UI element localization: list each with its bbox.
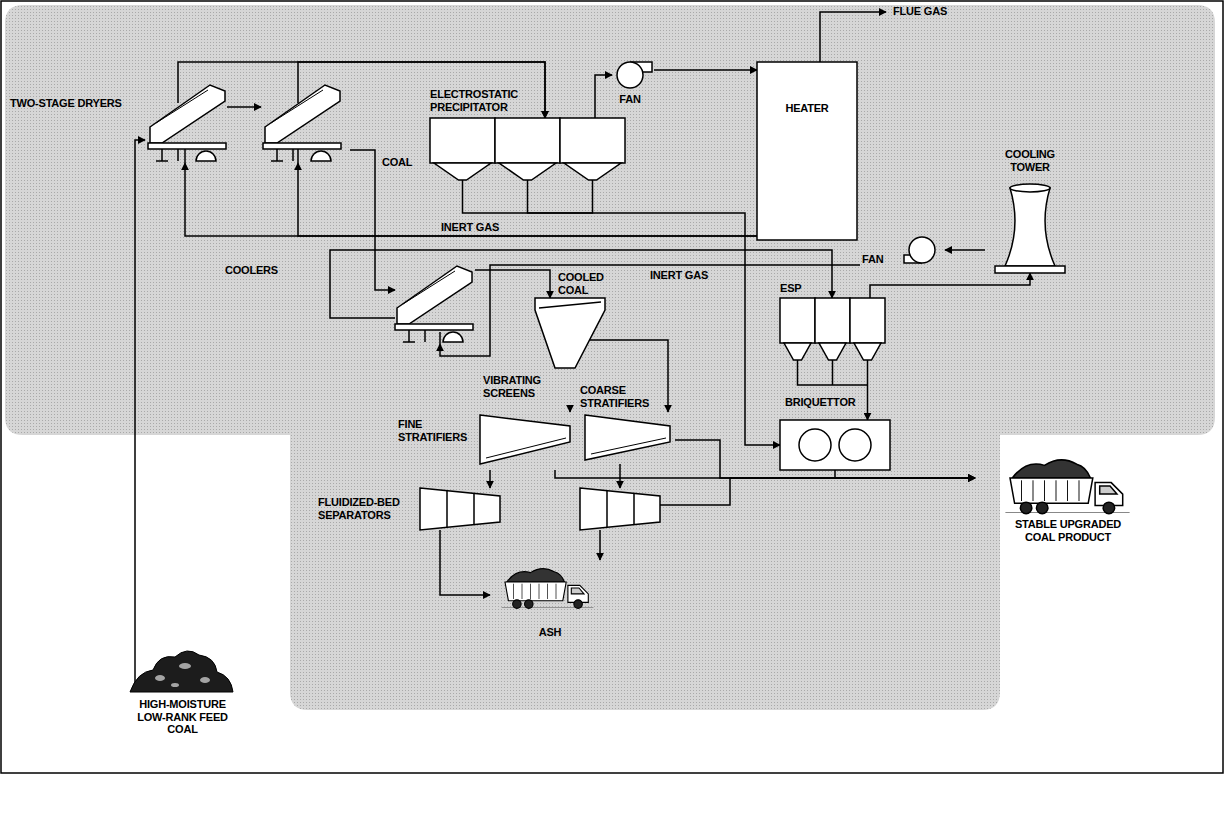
flow-line [555,470,975,478]
flow-line [475,270,550,298]
stream-label: FLUE GAS [893,5,947,18]
equipment-label: COOLING TOWER [985,148,1075,173]
two-stage-dryers: TWO-STAGE DRYERS [145,75,350,163]
flow-line [599,530,601,560]
flow-line [835,470,975,478]
equipment-label: ELECTROSTATIC PRECIPITATOR [430,88,538,113]
briquettor: BRIQUETTOR [780,420,890,470]
flow-line [619,464,621,488]
heater: HEATER [757,62,858,240]
ash-truck: ASH [490,560,611,645]
flow-line [528,190,781,445]
flow-line [945,249,985,251]
stream-label: COAL [382,156,422,169]
flow-line [660,478,975,505]
fluidized-bed-separators: FLUIDIZED-BED SEPARATORS [318,488,660,530]
fan: FAN [860,235,945,280]
electrostatic-precipitator-symbol [780,298,885,370]
flow-line [135,140,145,640]
two-stage-dryers-symbol [145,75,350,163]
equipment-label: COOLERS [225,264,295,277]
flow-line [654,69,757,71]
coolers: COOLERS [395,258,475,344]
equipment-label: STABLE UPGRADED COAL PRODUCT [1002,518,1134,543]
flow-line [569,406,571,412]
coolers-symbol [395,258,475,344]
flow-line [489,470,491,488]
fine-stratifiers: FINE STRATIFIERS [398,412,575,470]
coarse-stratifiers-symbol [580,412,675,464]
electrostatic-precipitator: ESP [780,298,885,370]
equipment-label: ESP [780,282,820,295]
flow-line [595,75,612,118]
flow-line [185,163,757,236]
equipment-label: BRIQUETTOR [785,396,856,409]
cooling-tower: COOLING TOWER [985,148,1076,273]
flow-line [178,62,545,118]
electrostatic-precipitator: ELECTROSTATIC PRECIPITATOR [430,118,625,190]
coarse-stratifiers: COARSE STRATIFIERS [580,412,675,464]
flow-line [440,530,490,595]
equipment-label: VIBRATING SCREENS [483,374,555,399]
equipment-label: HIGH-MOISTURE LOW-RANK FEED COAL [125,698,240,736]
feed-coal-pile: HIGH-MOISTURE LOW-RANK FEED COAL [115,640,250,740]
product-truck: STABLE UPGRADED COAL PRODUCT [975,455,1160,550]
flow-line [350,150,395,290]
equipment-label: COARSE STRATIFIERS [580,384,660,409]
briquettor-symbol [780,420,890,470]
flow-line [870,273,1030,298]
equipment-label: FLUIDIZED-BED SEPARATORS [318,496,416,521]
equipment-label: FAN [612,93,648,106]
equipment-label: HEATER [757,102,857,115]
stream-label: INERT GAS [430,221,510,234]
equipment-label: FINE STRATIFIERS [398,418,478,443]
stream-label: COOLED COAL [558,271,616,296]
electrostatic-precipitator-symbol [430,118,625,190]
fan: FAN [612,58,654,110]
heater-symbol [757,62,857,240]
stream-label: INERT GAS [650,269,725,282]
equipment-label: ASH [490,626,610,639]
flow-line [867,370,869,420]
equipment-label: TWO-STAGE DRYERS [10,97,138,110]
equipment-label: FAN [862,253,892,266]
